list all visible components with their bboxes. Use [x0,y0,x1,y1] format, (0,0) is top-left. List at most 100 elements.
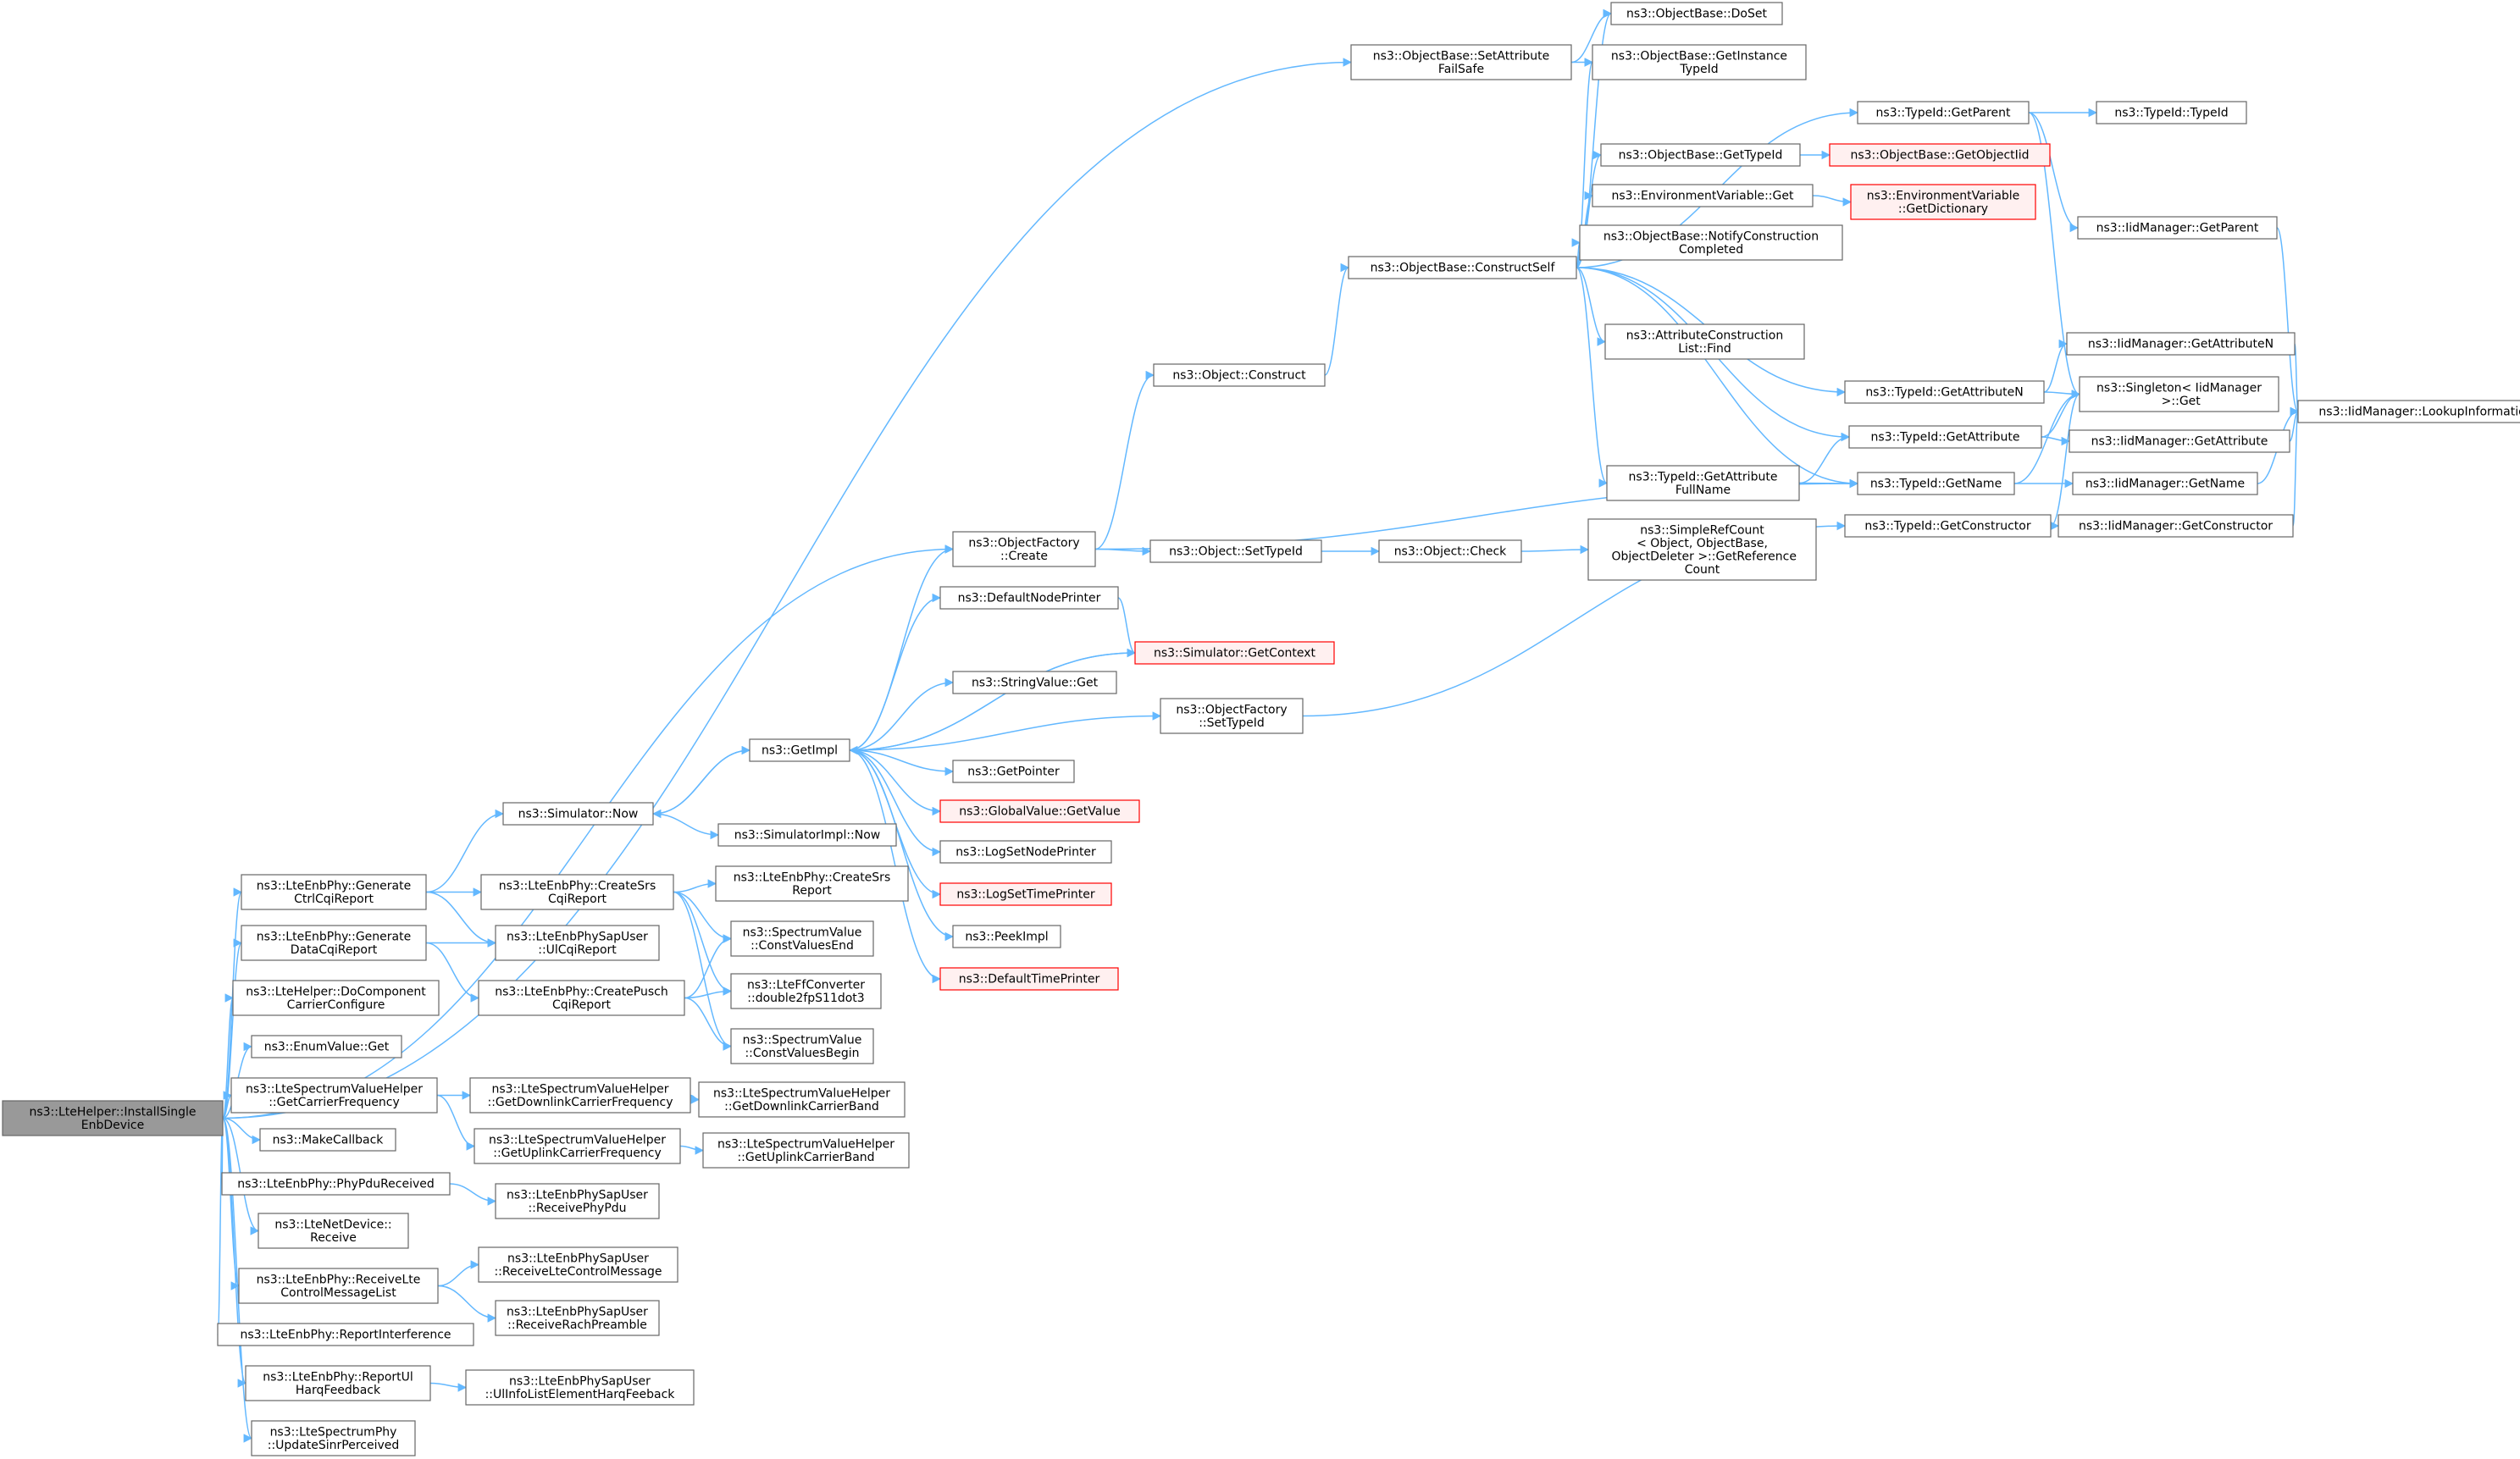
node-iid-getname[interactable]: ns3::IidManager::GetName [2072,472,2258,495]
node-label-line: ns3::GetImpl [762,744,838,758]
node-ulcqireport[interactable]: ns3::LteEnbPhySapUser::UlCqiReport [495,925,660,961]
node-label-line: ns3::ObjectFactory [1176,704,1287,717]
node-recvrach[interactable]: ns3::LteEnbPhySapUser::ReceiveRachPreamb… [495,1300,660,1336]
node-simimpl-now[interactable]: ns3::SimulatorImpl::Now [717,823,897,847]
node-strval-get[interactable]: ns3::StringValue::Get [952,671,1117,694]
node-getdlfreq[interactable]: ns3::LteSpectrumValueHelper::GetDownlink… [469,1077,691,1114]
node-updatesinr[interactable]: ns3::LteSpectrumPhy::UpdateSinrPerceived [251,1420,416,1456]
node-iid-getattrn[interactable]: ns3::IidManager::GetAttributeN [2066,332,2296,356]
node-tid-typeid[interactable]: ns3::TypeId::TypeId [2096,101,2247,124]
node-tid-getname[interactable]: ns3::TypeId::GetName [1857,472,2015,495]
node-label: ns3::DefaultNodePrinter [958,592,1101,605]
node-lookup[interactable]: ns3::IidManager::LookupInformation [2297,400,2520,423]
node-obj-settypeid[interactable]: ns3::Object::SetTypeId [1149,539,1322,563]
node-deftimeprinter[interactable]: ns3::DefaultTimePrinter [939,967,1119,991]
node-label-line: ::UpdateSinrPerceived [268,1439,400,1452]
node-constructself[interactable]: ns3::ObjectBase::ConstructSelf [1348,256,1577,279]
node-getpointer[interactable]: ns3::GetPointer [952,760,1075,783]
node-label: ns3::TypeId::GetAttributeN [1865,386,2023,400]
node-box [251,1035,402,1058]
node-label-line: ns3::SimulatorImpl::Now [734,829,881,843]
node-iid-getparent[interactable]: ns3::IidManager::GetParent [2077,216,2278,240]
node-double2fp[interactable]: ns3::LteFfConverter::double2fpS11dot3 [730,973,882,1009]
node-enumget[interactable]: ns3::EnumValue::Get [251,1035,402,1058]
node-envvar-get[interactable]: ns3::EnvironmentVariable::Get [1592,184,1814,207]
node-ulinfoharq[interactable]: ns3::LteEnbPhySapUser::UlInfoListElement… [465,1369,695,1406]
node-ob-gettypeid[interactable]: ns3::ObjectBase::GetTypeId [1600,143,1801,167]
node-cvbegin[interactable]: ns3::SpectrumValue::ConstValuesBegin [730,1028,874,1064]
node-iid-getctor[interactable]: ns3::IidManager::GetConstructor [2058,514,2294,538]
node-tid-getattrn[interactable]: ns3::TypeId::GetAttributeN [1844,380,2045,404]
node-logsetnode[interactable]: ns3::LogSetNodePrinter [939,840,1112,864]
node-label-line: ns3::LteEnbPhy::ReportInterference [240,1329,451,1342]
node-doset[interactable]: ns3::ObjectBase::DoSet [1610,2,1783,25]
node-ob-getobjectiid[interactable]: ns3::ObjectBase::GetObjectIid [1829,143,2051,167]
node-tid-getctor[interactable]: ns3::TypeId::GetConstructor [1844,514,2052,538]
node-sim-now[interactable]: ns3::Simulator::Now [502,802,654,826]
node-label-line: ns3::Object::SetTypeId [1169,545,1303,559]
node-tid-getparent[interactable]: ns3::TypeId::GetParent [1857,101,2030,124]
node-envvar-dict[interactable]: ns3::EnvironmentVariable::GetDictionary [1850,184,2036,220]
node-makecb[interactable]: ns3::MakeCallback [259,1128,396,1152]
node-getulfreq[interactable]: ns3::LteSpectrumValueHelper::GetUplinkCa… [474,1128,681,1164]
node-label-line: ::UlCqiReport [538,943,617,957]
node-defnodeprinter[interactable]: ns3::DefaultNodePrinter [939,586,1119,610]
node-obj-check[interactable]: ns3::Object::Check [1378,539,1522,563]
node-label-line: DataCqiReport [291,943,378,957]
node-cvend[interactable]: ns3::SpectrumValue::ConstValuesEnd [730,920,874,957]
node-reportinterf[interactable]: ns3::LteEnbPhy::ReportInterference [217,1323,474,1346]
node-tid-getattr[interactable]: ns3::TypeId::GetAttribute [1848,425,2042,449]
node-getulband[interactable]: ns3::LteSpectrumValueHelper::GetUplinkCa… [702,1132,910,1169]
node-netdev-recv[interactable]: ns3::LteNetDevice::Receive [258,1213,409,1249]
node-of-create[interactable]: ns3::ObjectFactory::Create [952,531,1096,567]
node-box [241,874,427,910]
node-label: ns3::PeekImpl [965,931,1048,944]
node-singleton[interactable]: ns3::Singleton< IidManager >::Get [2079,376,2279,412]
node-getcarrier[interactable]: ns3::LteSpectrumValueHelper::GetCarrierF… [230,1077,438,1114]
edge-defnodeprinter-to-sim-getcontext [1117,597,1137,658]
node-box [245,1365,431,1401]
node-recvctrlmsg[interactable]: ns3::LteEnbPhySapUser::ReceiveLteControl… [478,1246,678,1283]
node-box [2077,216,2278,240]
node-label: ns3::Object::SetTypeId [1169,545,1303,559]
edge-getulfreq-to-getulband [679,1145,705,1155]
node-obj-construct[interactable]: ns3::Object::Construct [1153,363,1326,387]
node-simpleref[interactable]: ns3::SimpleRefCount< Object, ObjectBase,… [1587,518,1817,581]
node-logsettime[interactable]: ns3::LogSetTimePrinter [939,882,1112,906]
node-peekimpl[interactable]: ns3::PeekImpl [952,925,1061,948]
node-recvphypdu[interactable]: ns3::LteEnbPhySapUser::ReceivePhyPdu [495,1183,660,1219]
node-of-settypeid[interactable]: ns3::ObjectFactory::SetTypeId [1160,698,1304,734]
node-gv-getvalue[interactable]: ns3::GlobalValue::GetValue [939,799,1140,823]
node-box [2072,472,2258,495]
node-label-line: ns3::LteFfConverter [747,979,865,992]
node-phypdu[interactable]: ns3::LteEnbPhy::PhyPduReceived [221,1172,451,1196]
node-box [217,1323,474,1346]
edge-reportulharq-to-ulinfoharq [429,1382,468,1392]
node-label: ns3::IidManager::GetParent [2096,222,2259,235]
node-label-line: ns3::IidManager::GetAttribute [2091,435,2268,449]
node-iid-getattr[interactable]: ns3::IidManager::GetAttribute [2069,429,2290,453]
node-label-line: ::Create [1000,550,1048,563]
node-getdlband[interactable]: ns3::LteSpectrumValueHelper::GetDownlink… [698,1081,906,1118]
node-box [1857,472,2015,495]
node-sim-getcontext[interactable]: ns3::Simulator::GetContext [1134,641,1335,665]
node-getimpl[interactable]: ns3::GetImpl [749,738,850,762]
